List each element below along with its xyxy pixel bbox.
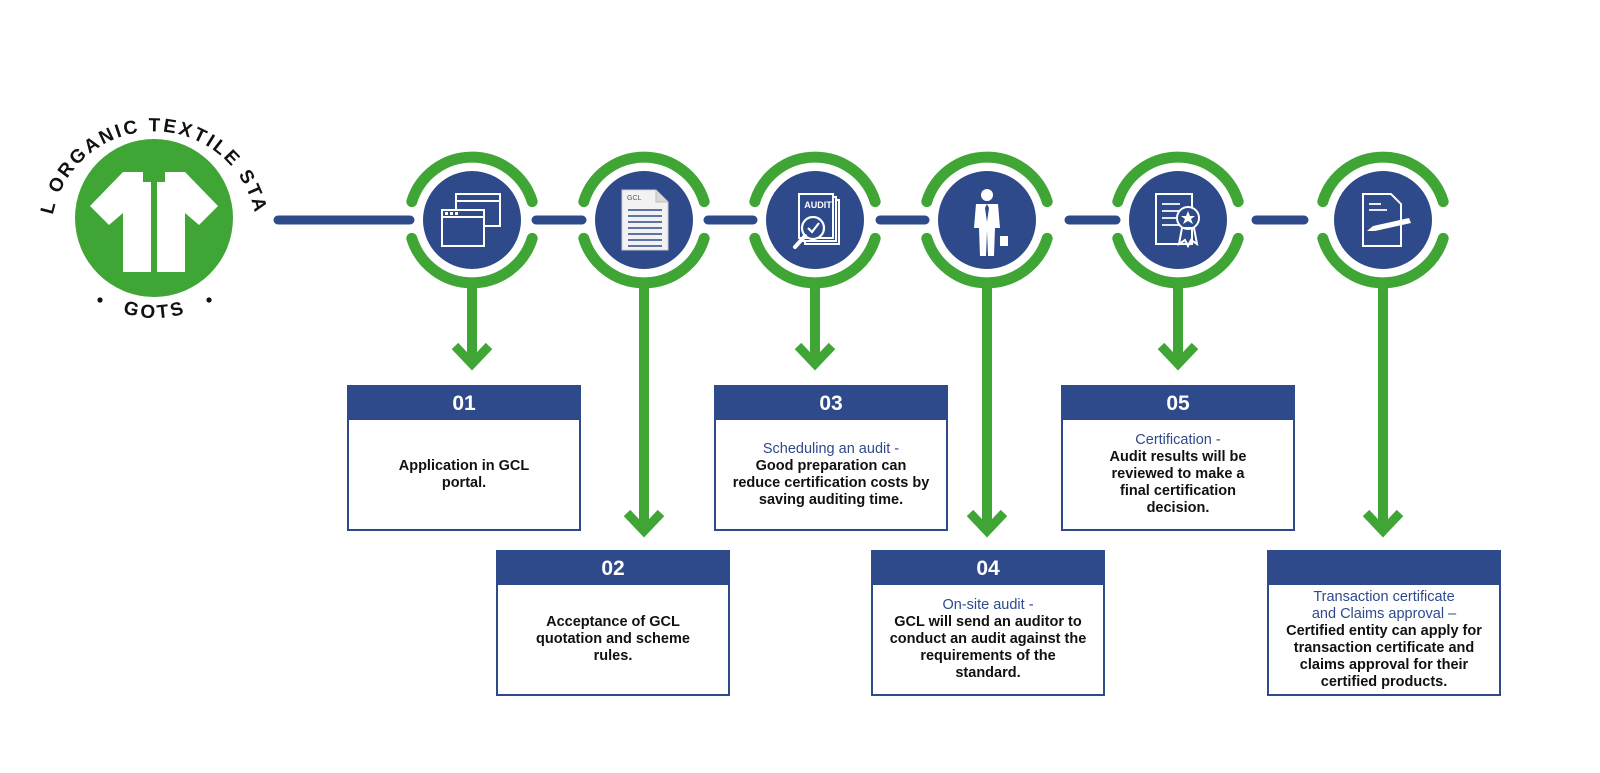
ring-arc-bottom (1112, 232, 1244, 289)
ring-arc-top (1112, 151, 1244, 208)
document-icon: GCL (621, 189, 669, 251)
step-number: 03 (716, 387, 946, 420)
audit-magnifier-icon: AUDIT (793, 193, 840, 249)
step-description: Application in GCL portal. (398, 457, 530, 491)
down-arrow (451, 288, 493, 371)
logo-dot-left (97, 297, 103, 303)
ring-arc-bottom (406, 232, 538, 289)
gots-logo: GLOBAL ORGANIC TEXTILE STANDARD GOTS (0, 0, 268, 324)
step-node-1 (406, 151, 538, 371)
step-box-01: 01 Application in GCL portal. (347, 385, 581, 531)
down-arrow (966, 288, 1008, 538)
step-number: 01 (349, 387, 579, 420)
svg-text:AUDIT: AUDIT (804, 200, 832, 210)
step-description: Good preparation can reduce certificatio… (732, 457, 930, 508)
ring-arc-bottom (578, 232, 710, 289)
step-number: 05 (1063, 387, 1293, 420)
step-box-06: Transaction certificate and Claims appro… (1267, 550, 1501, 696)
step-node-6 (1317, 151, 1449, 538)
step-title: On-site audit - (942, 597, 1034, 613)
logo-ring-text-bottom: GOTS (121, 297, 188, 323)
step-node-2: GCL (578, 151, 710, 538)
step-number: 02 (498, 552, 728, 585)
ring-arc-top (406, 151, 538, 208)
step-node-3: AUDIT (749, 151, 881, 371)
ring-arc-top (921, 151, 1053, 208)
ring-arc-bottom (1317, 232, 1449, 289)
certificate-icon (1155, 193, 1200, 249)
step-description: Certified entity can apply for transacti… (1286, 622, 1482, 690)
step-box-04: 04 On-site audit - GCL will send an audi… (871, 550, 1105, 696)
down-arrow (1362, 288, 1404, 538)
step-description: GCL will send an auditor to conduct an a… (889, 614, 1087, 681)
ring-arc-top (749, 151, 881, 208)
step-title: Scheduling an audit - (762, 440, 900, 457)
down-arrow (794, 288, 836, 371)
node-disc (1334, 171, 1432, 269)
down-arrow (1157, 288, 1199, 371)
step-box-02: 02 Acceptance of GCL quotation and schem… (496, 550, 730, 696)
step-description: Acceptance of GCL quotation and scheme r… (536, 614, 690, 664)
timeline-nodes: GCL AUDIT (406, 151, 1449, 538)
document-pen-icon (1362, 193, 1411, 247)
step-number: 04 (873, 552, 1103, 585)
step-node-4 (921, 151, 1053, 538)
svg-text:GCL: GCL (627, 195, 642, 202)
down-arrow (623, 288, 665, 538)
step-title: Certification - (1135, 432, 1221, 448)
auditor-person-icon (974, 189, 1008, 256)
step-node-5 (1112, 151, 1244, 371)
step-description: Audit results will be reviewed to make a… (1109, 449, 1247, 516)
logo-dot-right (206, 297, 212, 303)
step-number (1269, 552, 1499, 585)
step-box-05: 05 Certification - Audit results will be… (1061, 385, 1295, 531)
step-title: Transaction certificate and Claims appro… (1311, 588, 1457, 622)
ring-arc-bottom (749, 232, 881, 289)
ring-arc-top (1317, 151, 1449, 208)
ring-arc-bottom (921, 232, 1053, 289)
step-box-03: 03 Scheduling an audit - Good preparatio… (714, 385, 948, 531)
ring-arc-top (578, 151, 710, 208)
browser-windows-icon (441, 193, 501, 247)
